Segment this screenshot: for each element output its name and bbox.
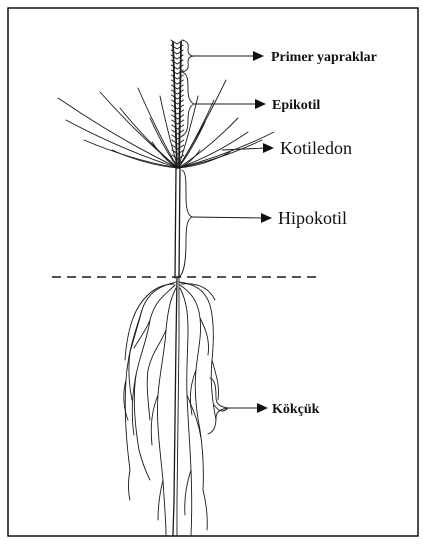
leaf-hatch bbox=[171, 75, 183, 79]
leaf-hatch bbox=[172, 140, 184, 144]
leaf-hatch bbox=[171, 80, 183, 84]
cotyledon-ray bbox=[178, 140, 262, 168]
leaf-hatch bbox=[172, 105, 184, 109]
arrow-epikotil bbox=[194, 99, 266, 109]
cotyledon-ray bbox=[178, 80, 226, 168]
cotyledon-fan bbox=[58, 80, 274, 168]
leaf-hatch bbox=[171, 95, 183, 99]
leaf-hatch bbox=[172, 120, 184, 124]
label-kokcuk: Kökçük bbox=[272, 402, 320, 417]
leaf-hatch bbox=[172, 110, 184, 114]
arrow-kokcuk bbox=[228, 403, 268, 413]
leaf-hatch bbox=[172, 115, 184, 119]
cotyledon-ray bbox=[84, 140, 178, 168]
cotyledon-ray bbox=[66, 120, 178, 168]
brace-epikotil bbox=[182, 72, 194, 136]
label-kotiledon: Kotiledon bbox=[280, 138, 352, 158]
label-primer-yapraklar: Primer yapraklar bbox=[271, 50, 377, 65]
cotyledon-ray bbox=[58, 98, 178, 168]
hypocotyl-stem bbox=[175, 168, 180, 278]
root-system bbox=[124, 278, 228, 535]
leaf-hatch bbox=[171, 85, 183, 89]
arrow-hipokotil bbox=[192, 213, 272, 223]
leaf-hatch bbox=[172, 145, 184, 149]
brace-primer bbox=[182, 40, 194, 72]
diagram-frame bbox=[8, 8, 418, 536]
leaf-hatch bbox=[172, 130, 184, 134]
leaf-hatch bbox=[172, 125, 184, 129]
label-epikotil: Epikotil bbox=[272, 98, 320, 113]
leaf-hatch bbox=[171, 90, 183, 94]
label-hipokotil: Hipokotil bbox=[278, 208, 347, 228]
leaf-hatch bbox=[171, 100, 183, 104]
brace-hipokotil bbox=[180, 170, 192, 276]
arrow-primer bbox=[194, 51, 264, 61]
